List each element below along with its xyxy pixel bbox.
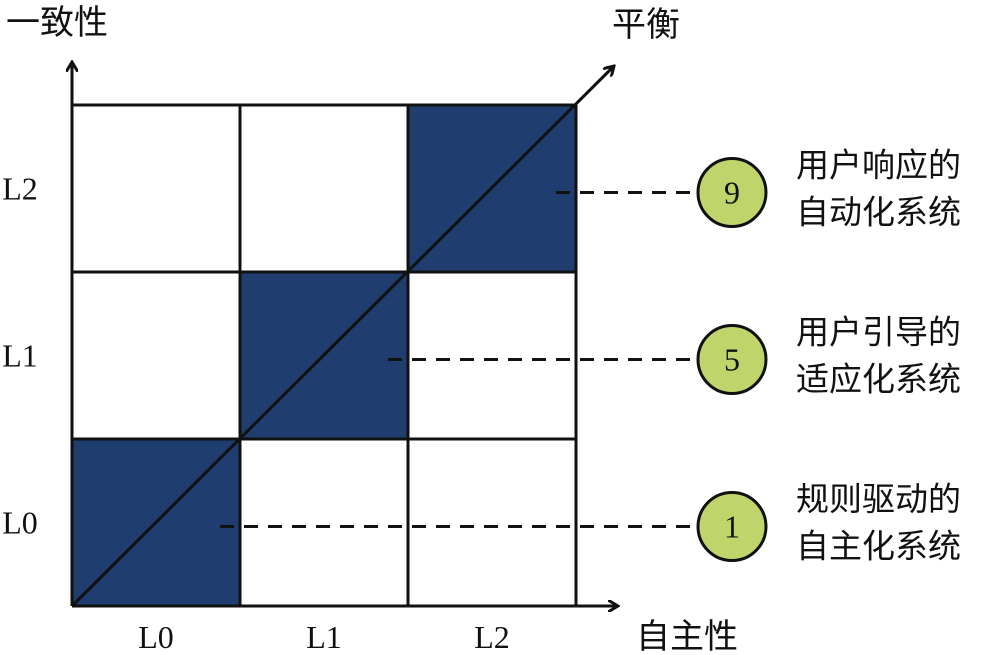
x-tick-label: L2 [474, 619, 510, 655]
annotation-line-2: 自动化系统 [796, 193, 961, 232]
x-tick-labels: L0 L1 L2 [138, 619, 510, 655]
level-marker-circle [696, 324, 768, 395]
empty-cell [72, 272, 240, 439]
diagonal-balance-arrow [70, 66, 614, 608]
level-marker-number: 9 [724, 175, 740, 211]
annotation-line-2: 自主化系统 [796, 527, 961, 566]
annotation-line-1: 规则驱动的 [796, 480, 961, 519]
empty-cell [408, 272, 576, 439]
level-marker-circle [696, 491, 768, 562]
y-tick-label: L2 [2, 171, 38, 207]
y-tick-label: L1 [2, 338, 38, 374]
diagonal-title: 平衡 [612, 5, 680, 45]
empty-cell [408, 439, 576, 606]
x-axis-title: 自主性 [636, 617, 738, 655]
level-marker-number: 5 [724, 342, 740, 378]
level-marker-number: 1 [724, 509, 740, 545]
x-tick-label: L1 [306, 619, 342, 655]
y-tick-labels: L0 L1 L2 [2, 171, 38, 541]
x-tick-label: L0 [138, 619, 174, 655]
empty-cell [72, 105, 240, 272]
y-tick-label: L0 [2, 505, 38, 541]
grid-lines [72, 103, 578, 606]
annotation-line-1: 用户响应的 [796, 146, 961, 185]
empty-cell [240, 105, 408, 272]
y-axis-title: 一致性 [6, 3, 108, 43]
annotation-line-1: 用户引导的 [796, 313, 961, 352]
level-marker-circle [696, 157, 768, 228]
annotation-line-2: 适应化系统 [796, 360, 961, 399]
empty-cell [240, 439, 408, 606]
